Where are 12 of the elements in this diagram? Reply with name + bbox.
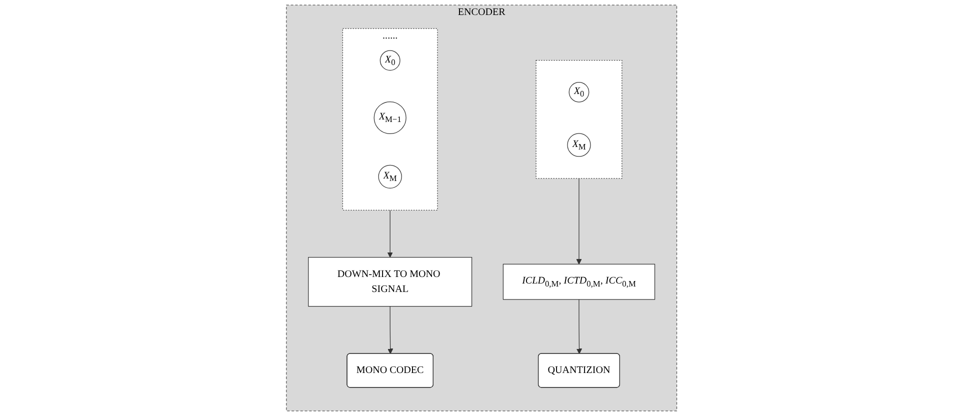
cluster [536, 60, 623, 179]
node-circle: X$_{M}$ [568, 133, 592, 157]
arrow [576, 178, 582, 264]
arrow [388, 210, 394, 258]
arrow [388, 306, 394, 354]
node-box: ICLD$_{0,M}$, ICTD$_{0,M}$, ICC$_{0,M}$ [503, 264, 656, 300]
node-circle: X$_{0}$ [380, 50, 401, 71]
arrow [576, 299, 582, 354]
node-box: DOWN-MIX TO MONO SIGNAL [308, 257, 473, 307]
node-circle: X$_{M−1}$ [374, 101, 407, 134]
node-circle: X$_{M}$ [378, 164, 402, 188]
node-circle: X$_{0}$ [569, 82, 590, 102]
